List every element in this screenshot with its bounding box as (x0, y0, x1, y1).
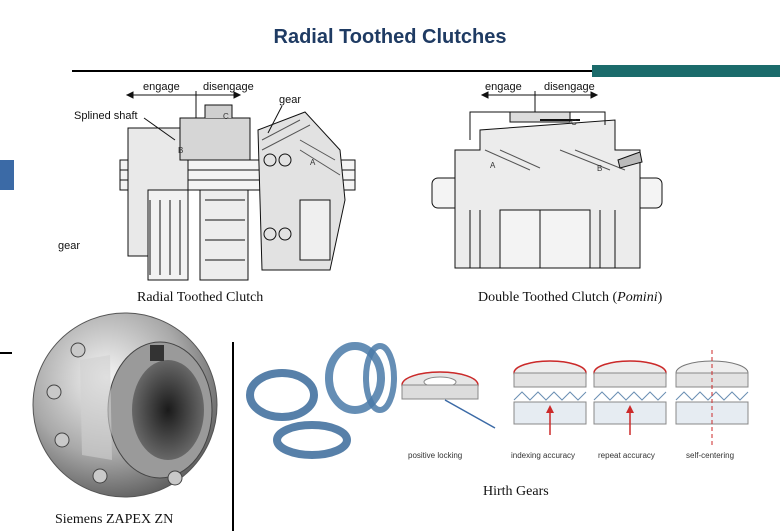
vertical-divider (232, 342, 234, 531)
indexing-accuracy-label: indexing accuracy (511, 451, 576, 460)
left-disengage-label: disengage (203, 81, 254, 93)
double-clutch-caption-italic: Pomini (617, 290, 658, 305)
gear-left-label: gear (58, 240, 81, 252)
right-letter-b: B (597, 164, 603, 173)
left-letter-c: C (223, 112, 229, 121)
gear-top-label: gear (279, 94, 302, 106)
double-clutch-caption-end: ) (657, 290, 663, 305)
double-clutch-caption-main: Double Toothed Clutch ( (478, 290, 618, 305)
title-rule (72, 70, 780, 72)
left-dash (0, 352, 12, 354)
splined-shaft-label: Splined shaft (74, 110, 138, 122)
siemens-caption: Siemens ZAPEX ZN (55, 512, 174, 527)
positive-locking-label: positive locking (408, 451, 463, 460)
left-blue-marker (0, 160, 14, 190)
repeat-accuracy-label: repeat accuracy (598, 451, 655, 460)
left-engage-label: engage (143, 81, 180, 93)
left-letter-a: A (310, 158, 316, 167)
radial-clutch-caption: Radial Toothed Clutch (137, 290, 264, 305)
right-letter-a: A (490, 161, 496, 170)
right-engage-label: engage (485, 81, 522, 93)
hirth-gears-caption: Hirth Gears (483, 484, 549, 499)
right-disengage-label: disengage (544, 81, 595, 93)
page-title: Radial Toothed Clutches (273, 26, 507, 48)
teal-accent-bar (592, 65, 780, 77)
self-centering-label: self-centering (686, 451, 735, 460)
double-clutch-caption: Double Toothed Clutch (Pomini) (478, 290, 662, 306)
left-letter-b: B (178, 146, 184, 155)
right-letter-c: C (571, 118, 577, 127)
